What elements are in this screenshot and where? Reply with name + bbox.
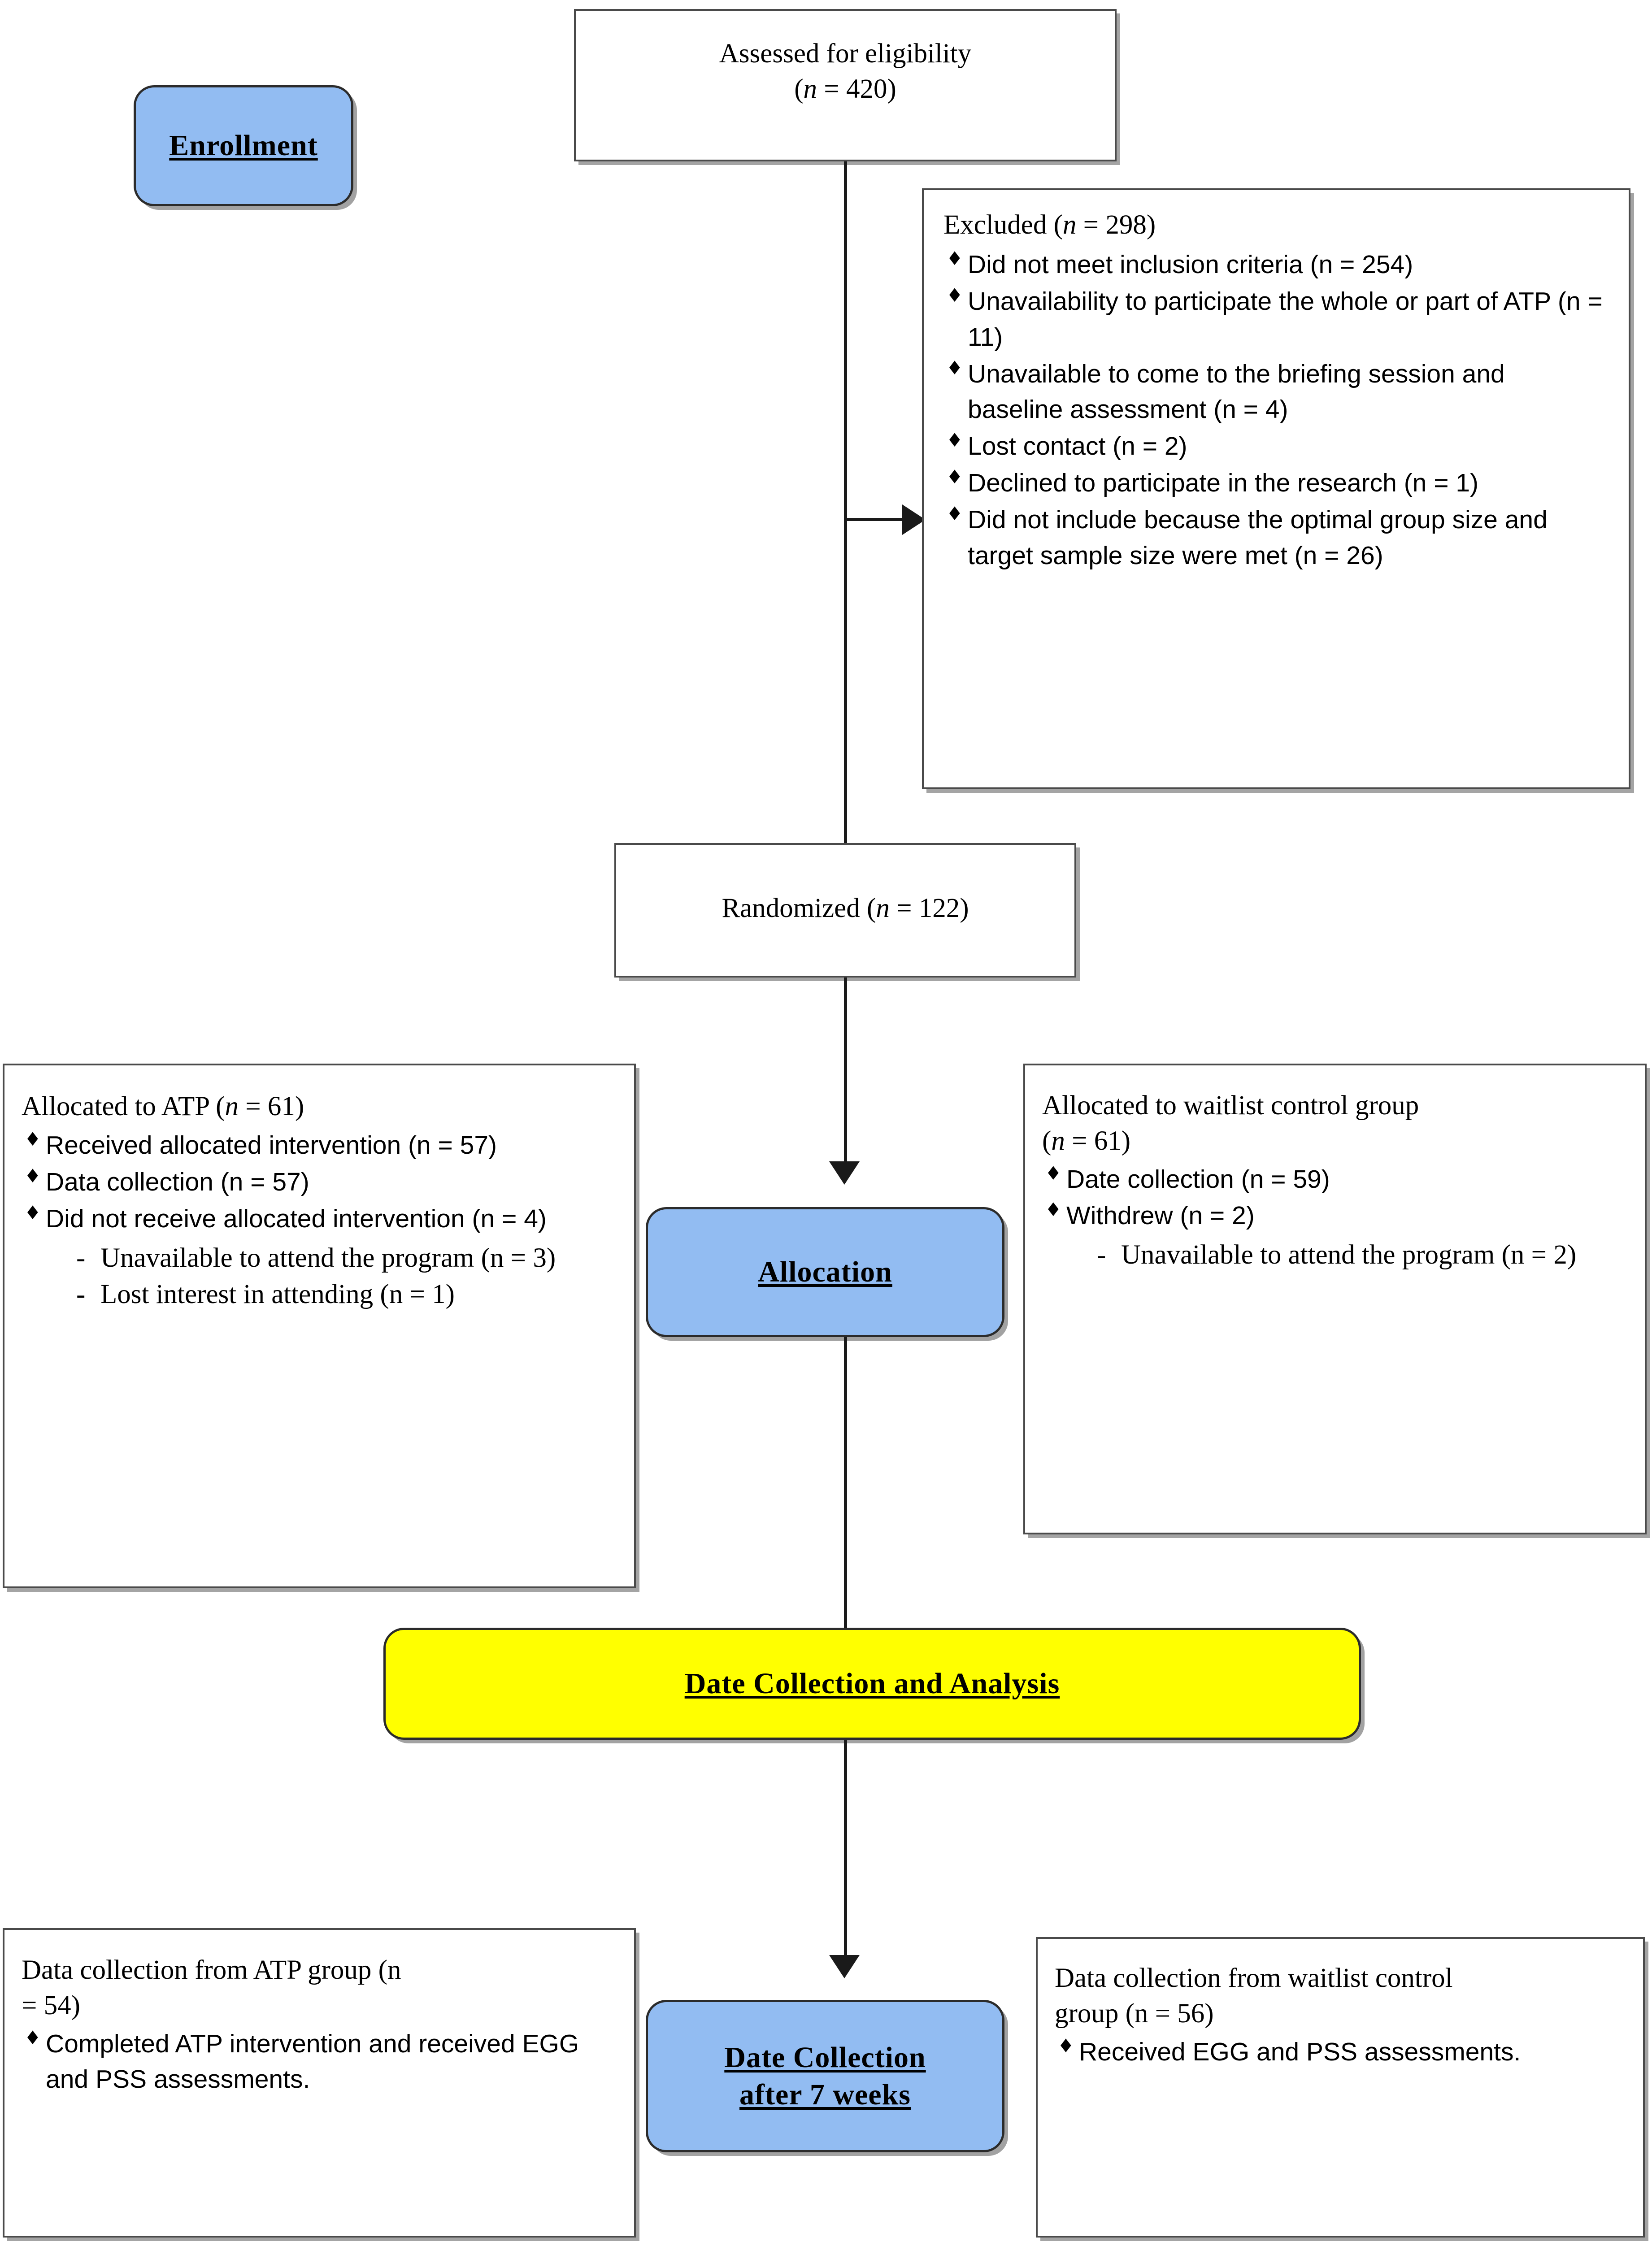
connector-to-excluded xyxy=(844,518,907,521)
allocation-waitlist-sublist: Unavailable to attend the program (n = 2… xyxy=(1042,1237,1634,1273)
stage-badge-followup: Date Collection after 7 weeks xyxy=(646,2000,1004,2152)
allocation-waitlist-heading-count: (n = 61) xyxy=(1042,1126,1131,1156)
followup-atp-heading-line2: = 54) xyxy=(22,1990,80,2021)
allocation-atp-heading: Allocated to ATP (n = 61) xyxy=(22,1091,304,1121)
followup-atp-box: Data collection from ATP group (n = 54) … xyxy=(3,1928,636,2238)
allocation-atp-sublist: Unavailable to attend the program (n = 3… xyxy=(22,1240,618,1313)
arrow-right-icon xyxy=(902,504,926,535)
excluded-box: Excluded (n = 298) Did not meet inclusio… xyxy=(922,188,1630,789)
followup-atp-list: Completed ATP intervention and received … xyxy=(22,2025,618,2098)
followup-waitlist-heading-line2: group (n = 56) xyxy=(1055,1999,1214,2029)
list-item: Withdrew (n = 2) xyxy=(1042,1197,1634,1234)
list-item: Received EGG and PSS assessments. xyxy=(1055,2033,1633,2070)
list-item: Unavailable to attend the program (n = 3… xyxy=(74,1240,618,1277)
randomized-box: Randomized (n = 122) xyxy=(614,843,1076,978)
analysis-banner-label: Date Collection and Analysis xyxy=(684,1667,1060,1700)
list-item: Declined to participate in the research … xyxy=(943,464,1603,501)
allocation-waitlist-box: Allocated to waitlist control group (n =… xyxy=(1023,1064,1647,1534)
arrow-down-icon xyxy=(829,1161,860,1185)
connector-allocation-to-analysis xyxy=(844,1337,847,1629)
assessed-count: (n = 420) xyxy=(794,74,896,104)
allocation-waitlist-heading: Allocated to waitlist control group xyxy=(1042,1091,1419,1121)
randomized-text: Randomized (n = 122) xyxy=(722,893,969,923)
list-item: Received allocated intervention (n = 57) xyxy=(22,1126,618,1164)
list-item: Lost contact (n = 2) xyxy=(943,427,1603,465)
allocation-atp-list: Received allocated intervention (n = 57)… xyxy=(22,1126,618,1237)
excluded-list: Did not meet inclusion criteria (n = 254… xyxy=(943,246,1603,574)
stage-badge-followup-line1: Date Collection xyxy=(724,2041,926,2074)
connector-assessed-to-randomized xyxy=(844,161,847,843)
list-item: Did not include because the optimal grou… xyxy=(943,501,1603,574)
stage-badge-allocation-label: Allocation xyxy=(758,1256,892,1289)
list-item: Unavailable to attend the program (n = 2… xyxy=(1095,1237,1634,1273)
connector-randomized-to-allocation xyxy=(844,978,847,1170)
list-item: Date collection (n = 59) xyxy=(1042,1160,1634,1198)
followup-atp-heading-line1: Data collection from ATP group (n xyxy=(22,1955,401,1985)
list-item: Unavailable to come to the briefing sess… xyxy=(943,355,1603,428)
followup-waitlist-list: Received EGG and PSS assessments. xyxy=(1055,2033,1633,2070)
list-item: Did not receive allocated intervention (… xyxy=(22,1200,618,1237)
list-item: Completed ATP intervention and received … xyxy=(22,2025,618,2098)
list-item: Data collection (n = 57) xyxy=(22,1163,618,1200)
excluded-heading: Excluded (n = 298) xyxy=(943,210,1156,240)
stage-badge-enrollment-label: Enrollment xyxy=(169,129,318,162)
assessed-for-eligibility-box: Assessed for eligibility (n = 420) xyxy=(574,9,1117,161)
followup-waitlist-heading-line1: Data collection from waitlist control xyxy=(1055,1963,1453,1993)
stage-badge-followup-line2: after 7 weeks xyxy=(739,2078,911,2111)
assessed-title: Assessed for eligibility xyxy=(719,39,972,69)
list-item: Lost interest in attending (n = 1) xyxy=(74,1276,618,1313)
list-item: Did not meet inclusion criteria (n = 254… xyxy=(943,246,1603,283)
allocation-waitlist-list: Date collection (n = 59) Withdrew (n = 2… xyxy=(1042,1160,1634,1234)
analysis-banner: Date Collection and Analysis xyxy=(383,1628,1361,1740)
arrow-down-icon xyxy=(829,1955,860,1978)
list-item: Unavailability to participate the whole … xyxy=(943,282,1603,356)
allocation-atp-box: Allocated to ATP (n = 61) Received alloc… xyxy=(3,1064,636,1588)
stage-badge-allocation: Allocation xyxy=(646,1207,1004,1337)
connector-analysis-to-followup xyxy=(844,1740,847,1968)
stage-badge-enrollment: Enrollment xyxy=(134,85,353,206)
followup-waitlist-box: Data collection from waitlist control gr… xyxy=(1036,1937,1645,2238)
